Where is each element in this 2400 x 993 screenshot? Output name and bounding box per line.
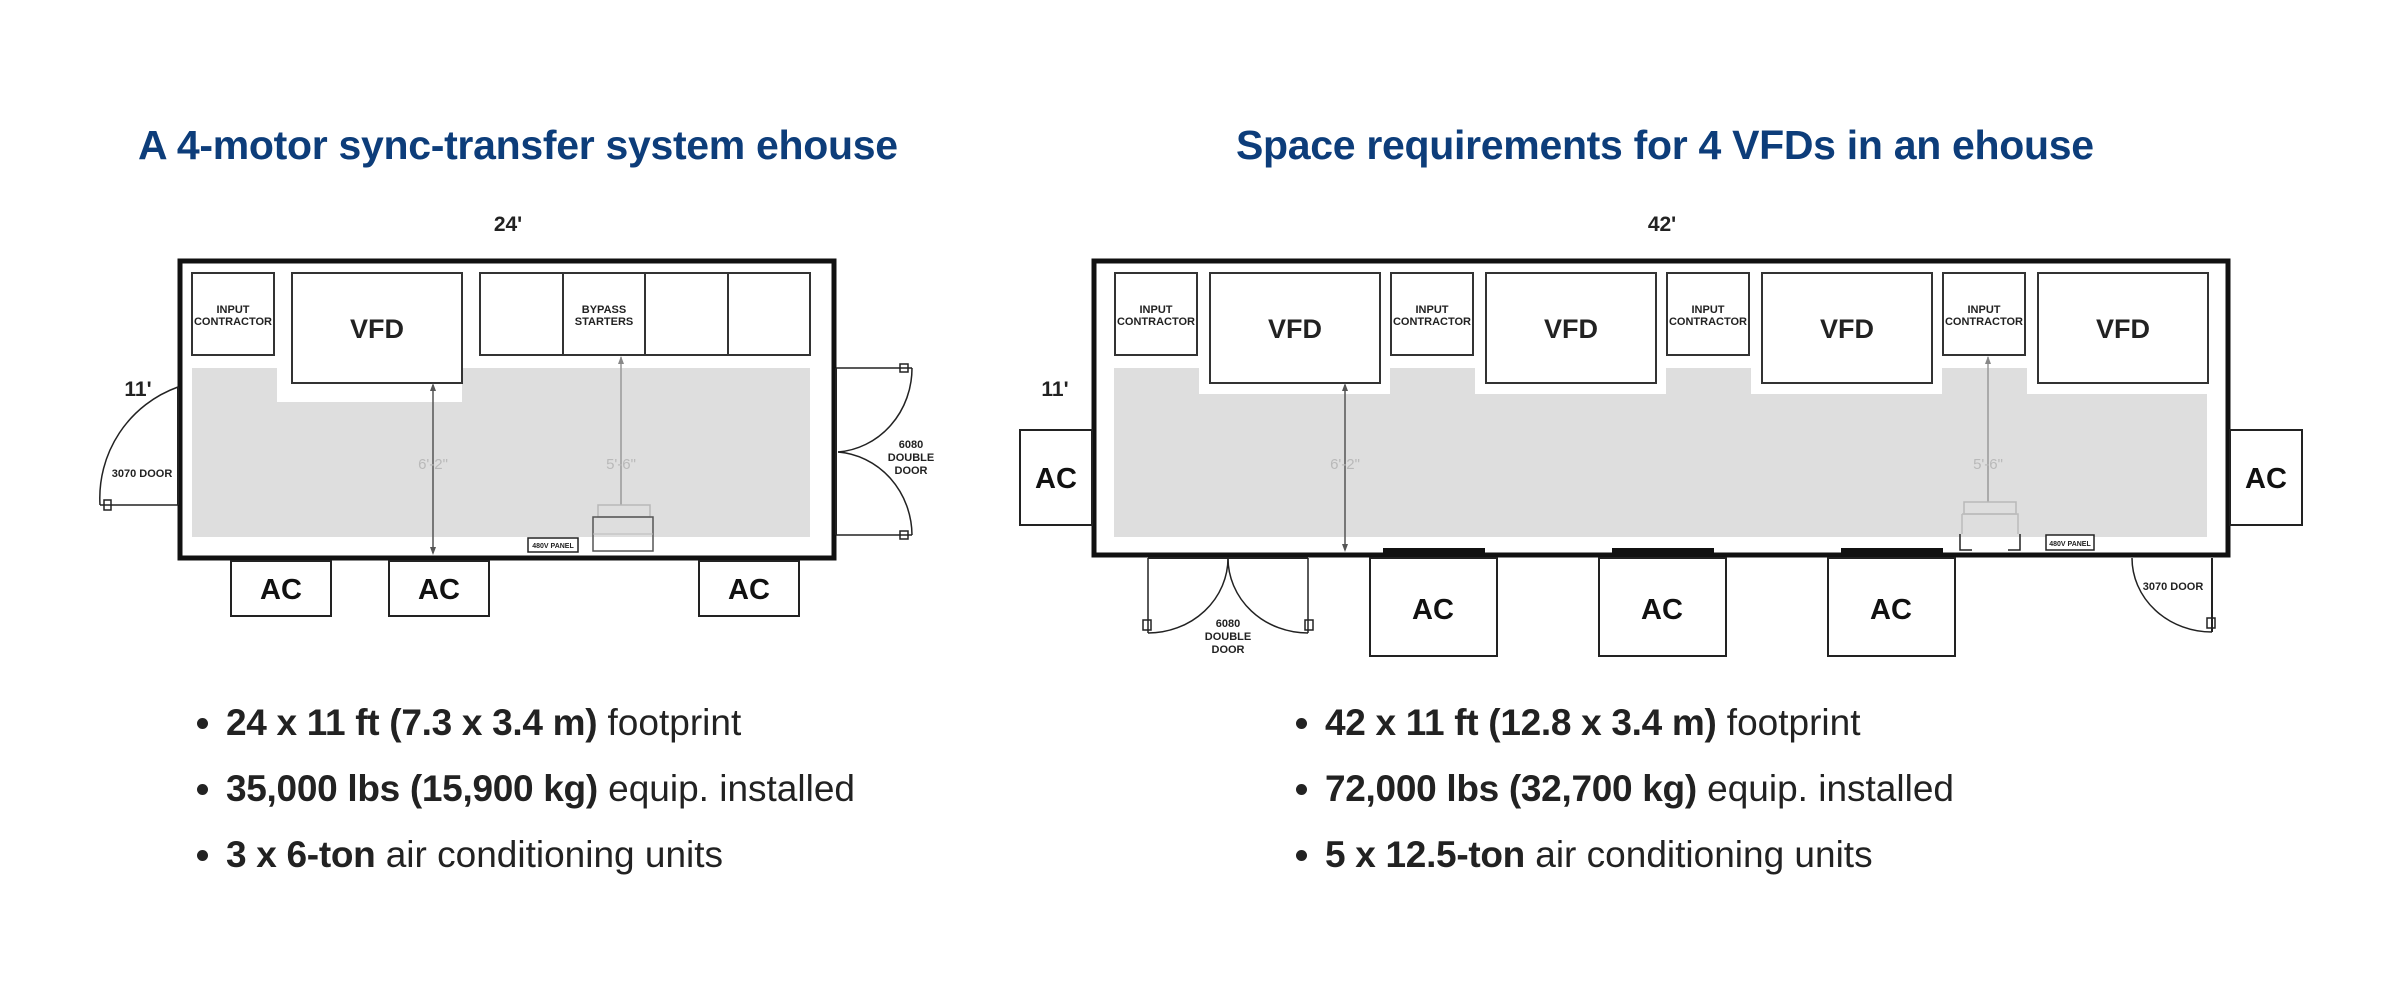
left-3070-door: 3070 DOOR — [99, 386, 179, 511]
left-width-label: 24' — [494, 213, 522, 236]
spec-bold: 5 x 12.5-ton — [1325, 834, 1525, 875]
svg-text:CONTRACTOR: CONTRACTOR — [1945, 316, 2023, 328]
right-input-contractor-2: INPUT CONTRACTOR — [1390, 272, 1474, 356]
right-480v-panel: 480V PANEL — [2045, 534, 2095, 551]
spec-bold: 24 x 11 ft (7.3 x 3.4 m) — [226, 702, 598, 743]
svg-text:VFD: VFD — [1268, 314, 1322, 344]
spec-text: equip. installed — [597, 768, 855, 809]
svg-text:3070 DOOR: 3070 DOOR — [2143, 581, 2204, 593]
svg-text:VFD: VFD — [1820, 314, 1874, 344]
right-ac-unit-right: AC — [2229, 429, 2303, 526]
spec-text: equip. installed — [1696, 768, 1954, 809]
svg-text:VFD: VFD — [1544, 314, 1598, 344]
svg-text:INPUT: INPUT — [217, 304, 250, 316]
right-ac-unit-2: AC — [1598, 557, 1727, 657]
right-input-contractor-4: INPUT CONTRACTOR — [1942, 272, 2026, 356]
list-item: 35,000 lbs (15,900 kg) equip. installed — [226, 756, 855, 822]
right-clearance-dimension-1: 6'-2" — [1330, 383, 1360, 552]
left-ac-unit-3: AC — [698, 560, 800, 617]
left-clearance-dimension-1: 6'-2" — [418, 383, 448, 555]
right-vfd-2: VFD — [1485, 272, 1657, 384]
svg-text:INPUT: INPUT — [1416, 304, 1449, 316]
right-vfd-3: VFD — [1761, 272, 1933, 384]
right-clearance-dimension-2: 5'-6" — [1959, 356, 2021, 551]
svg-text:AC: AC — [728, 574, 770, 606]
left-clearance-dimension-2: 5'-6" — [592, 356, 654, 552]
svg-text:DOUBLE: DOUBLE — [1205, 631, 1251, 643]
left-input-contractor: INPUT CONTRACTOR — [191, 272, 275, 356]
left-ac-unit-2: AC — [388, 560, 490, 617]
svg-text:AC: AC — [1035, 463, 1077, 495]
svg-text:AC: AC — [1870, 594, 1912, 626]
spec-bold: 72,000 lbs (32,700 kg) — [1325, 768, 1697, 809]
spec-text: footprint — [597, 702, 742, 743]
right-ac-unit-left: AC — [1019, 429, 1093, 526]
svg-text:5'-6": 5'-6" — [606, 456, 636, 473]
left-bypass-starters: BYPASS STARTERS — [479, 272, 811, 356]
list-item: 3 x 6-ton air conditioning units — [226, 822, 855, 888]
spec-text: footprint — [1716, 702, 1861, 743]
right-vfd-4: VFD — [2037, 272, 2209, 384]
svg-text:CONTRACTOR: CONTRACTOR — [194, 316, 272, 328]
left-panel-title: A 4-motor sync-transfer system ehouse — [138, 122, 898, 168]
right-spec-list: 42 x 11 ft (12.8 x 3.4 m) footprint 72,0… — [1289, 690, 1954, 888]
list-item: 24 x 11 ft (7.3 x 3.4 m) footprint — [226, 690, 855, 756]
right-input-contractor-1: INPUT CONTRACTOR — [1114, 272, 1198, 356]
spec-bold: 35,000 lbs (15,900 kg) — [226, 768, 598, 809]
list-item: 72,000 lbs (32,700 kg) equip. installed — [1325, 756, 1954, 822]
spec-text: air conditioning units — [1524, 834, 1873, 875]
svg-text:VFD: VFD — [350, 314, 404, 344]
svg-text:5'-6": 5'-6" — [1973, 456, 2003, 473]
spec-bold: 42 x 11 ft (12.8 x 3.4 m) — [1325, 702, 1717, 743]
left-ehouse-outline — [177, 258, 837, 561]
left-clearance-area — [192, 368, 810, 537]
left-vfd: VFD — [291, 272, 463, 384]
svg-text:6080: 6080 — [1216, 618, 1240, 630]
right-6080-double-door: 6080 DOUBLE DOOR — [1142, 557, 1314, 656]
right-input-contractor-3: INPUT CONTRACTOR — [1666, 272, 1750, 356]
svg-text:6'-2": 6'-2" — [1330, 456, 1360, 473]
svg-text:DOUBLE: DOUBLE — [888, 452, 934, 464]
right-vfd-1: VFD — [1209, 272, 1381, 384]
left-height-label: 11' — [124, 378, 151, 401]
right-3070-door: 3070 DOOR — [2131, 557, 2216, 633]
right-panel-title: Space requirements for 4 VFDs in an ehou… — [1236, 122, 2094, 168]
svg-text:CONTRACTOR: CONTRACTOR — [1393, 316, 1471, 328]
spec-text: air conditioning units — [375, 834, 724, 875]
svg-text:3070 DOOR: 3070 DOOR — [112, 468, 173, 480]
left-480v-panel: 480V PANEL — [527, 537, 579, 553]
svg-text:480V PANEL: 480V PANEL — [532, 543, 574, 550]
svg-text:DOOR: DOOR — [1212, 644, 1245, 656]
right-width-label: 42' — [1648, 213, 1676, 236]
svg-text:INPUT: INPUT — [1140, 304, 1173, 316]
spec-bold: 3 x 6-ton — [226, 834, 376, 875]
right-ac-unit-3: AC — [1827, 557, 1956, 657]
svg-text:6'-2": 6'-2" — [418, 456, 448, 473]
list-item: 5 x 12.5-ton air conditioning units — [1325, 822, 1954, 888]
svg-text:CONTRACTOR: CONTRACTOR — [1117, 316, 1195, 328]
svg-text:STARTERS: STARTERS — [575, 316, 633, 328]
svg-text:480V PANEL: 480V PANEL — [2049, 541, 2091, 548]
svg-text:INPUT: INPUT — [1968, 304, 2001, 316]
svg-text:6080: 6080 — [899, 439, 923, 451]
svg-text:AC: AC — [1641, 594, 1683, 626]
left-spec-list: 24 x 11 ft (7.3 x 3.4 m) footprint 35,00… — [190, 690, 855, 888]
left-ac-unit-1: AC — [230, 560, 332, 617]
svg-text:AC: AC — [2245, 463, 2287, 495]
svg-text:AC: AC — [1412, 594, 1454, 626]
right-height-label: 11' — [1041, 378, 1068, 401]
svg-text:DOOR: DOOR — [895, 465, 928, 477]
svg-text:VFD: VFD — [2096, 314, 2150, 344]
svg-text:AC: AC — [418, 574, 460, 606]
right-clearance-area — [1114, 368, 2207, 537]
svg-text:BYPASS: BYPASS — [582, 304, 626, 316]
svg-text:CONTRACTOR: CONTRACTOR — [1669, 316, 1747, 328]
right-ac-unit-1: AC — [1369, 557, 1498, 657]
left-6080-double-door: 6080 DOUBLE DOOR — [835, 363, 934, 540]
list-item: 42 x 11 ft (12.8 x 3.4 m) footprint — [1325, 690, 1954, 756]
svg-text:AC: AC — [260, 574, 302, 606]
svg-text:INPUT: INPUT — [1692, 304, 1725, 316]
